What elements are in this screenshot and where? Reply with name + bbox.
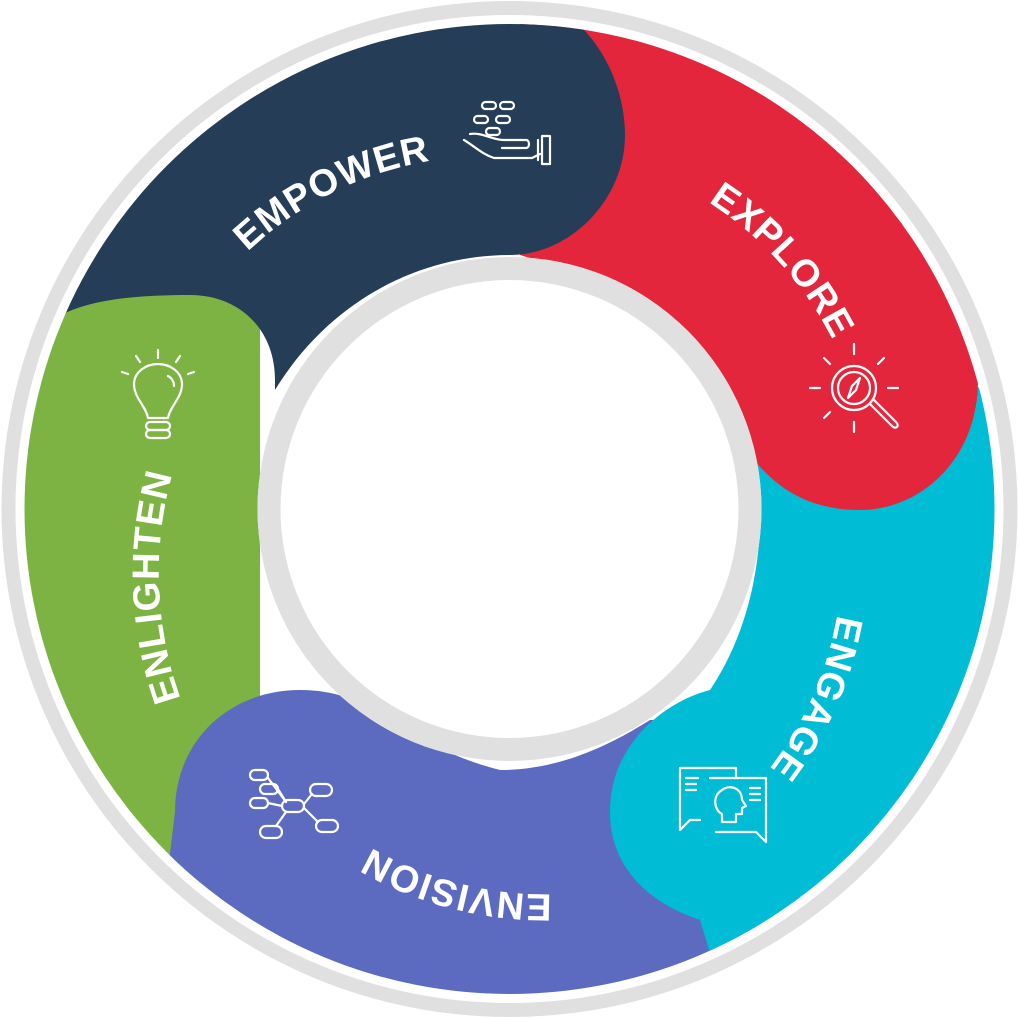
chat-face-icon: [678, 766, 768, 844]
lightbulb-icon: [120, 348, 196, 440]
compass-magnifier-icon: [808, 342, 900, 434]
hand-coins-icon: [462, 100, 552, 166]
center-hole: [280, 280, 739, 738]
mind-map-icon: [248, 768, 340, 840]
